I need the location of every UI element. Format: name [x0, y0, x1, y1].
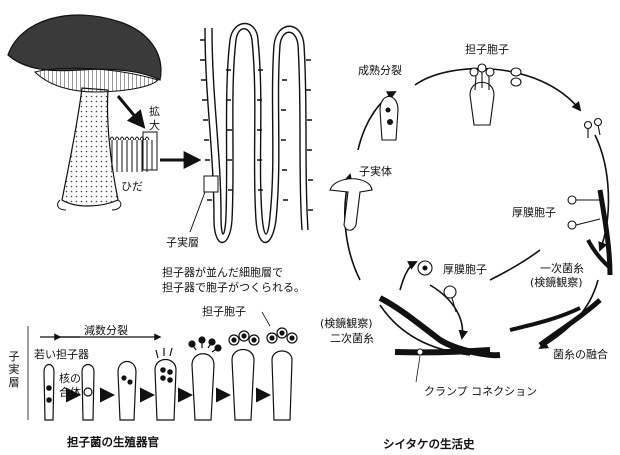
- label-gattai: 合体: [59, 386, 81, 399]
- label-tanshi-hoshi-left: 担子胞子: [202, 305, 246, 318]
- hymenium-pointer: [190, 192, 205, 232]
- label-dai: 大: [149, 119, 160, 132]
- label-shijittai: 子実体: [359, 165, 392, 178]
- label-ichiji-kinshi: 一次菌糸: [540, 262, 584, 275]
- label-ichiji-kenkyo: (検鏡観察): [530, 276, 583, 289]
- label-shijitsuso-vertical: 子実層: [8, 350, 20, 389]
- label-hida: ひだ: [121, 180, 143, 193]
- label-shijitsuso: 子実層: [166, 236, 199, 249]
- clamp-pointer: [416, 356, 420, 382]
- label-desc-line1: 担子器が並んだ細胞層で: [162, 266, 283, 279]
- label-seijuku-bunretsu: 成熟分裂: [358, 64, 402, 77]
- label-komaku-hoshi-top: 厚膜胞子: [512, 206, 556, 219]
- basidia-development: [28, 312, 297, 420]
- label-tanshi-hoshi-right: 担子胞子: [465, 43, 509, 56]
- label-wakai-tanshiki: 若い担子器: [34, 348, 89, 361]
- label-kaku-no: 核の: [59, 372, 81, 385]
- zoom-arrow: [118, 96, 143, 126]
- left-caption-title: 担子菌の生殖器官: [67, 436, 159, 449]
- label-kaku: 拡: [149, 105, 160, 118]
- gills-magnified: [110, 132, 157, 172]
- label-kinshi-yugo: 菌糸の融合: [553, 348, 608, 361]
- hymenium-layer: [200, 24, 313, 243]
- label-komaku-hoshi-bottom: 厚膜胞子: [443, 263, 487, 276]
- right-caption-title: シイタケの生活史: [383, 438, 475, 451]
- label-kenkyo-kansatsu: (検鏡観察): [320, 317, 373, 330]
- label-gensu-bunretsu: 減数分裂: [84, 324, 128, 337]
- life-cycle-drawings: [330, 64, 610, 355]
- label-niji-kinshi: 二次菌糸: [330, 332, 374, 345]
- label-clamp-connection: クランプ コネクション: [424, 385, 537, 398]
- label-desc-line2: 担子器で胞子がつくられる。: [162, 281, 305, 294]
